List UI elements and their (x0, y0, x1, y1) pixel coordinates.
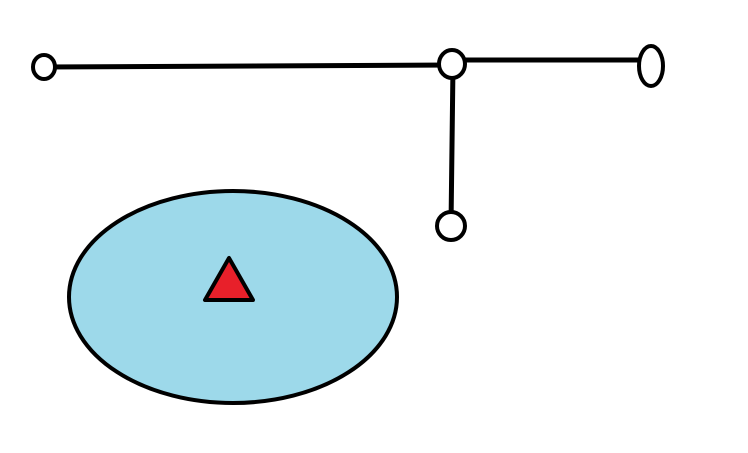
node-bottom (435, 210, 467, 242)
edge-junction-to-bottom (448, 62, 456, 229)
node-left (31, 53, 57, 81)
node-right (637, 44, 665, 88)
node-junction (437, 48, 467, 80)
triangle-icon (203, 256, 255, 302)
edge-left-to-junction (41, 62, 455, 70)
